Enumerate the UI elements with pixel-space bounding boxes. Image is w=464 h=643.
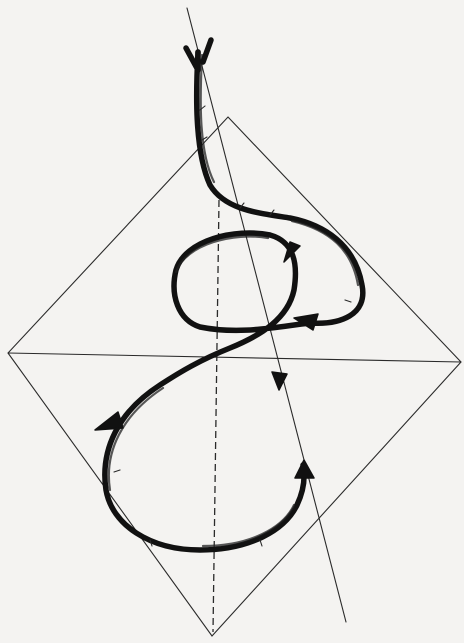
- sketch-canvas: [0, 0, 464, 643]
